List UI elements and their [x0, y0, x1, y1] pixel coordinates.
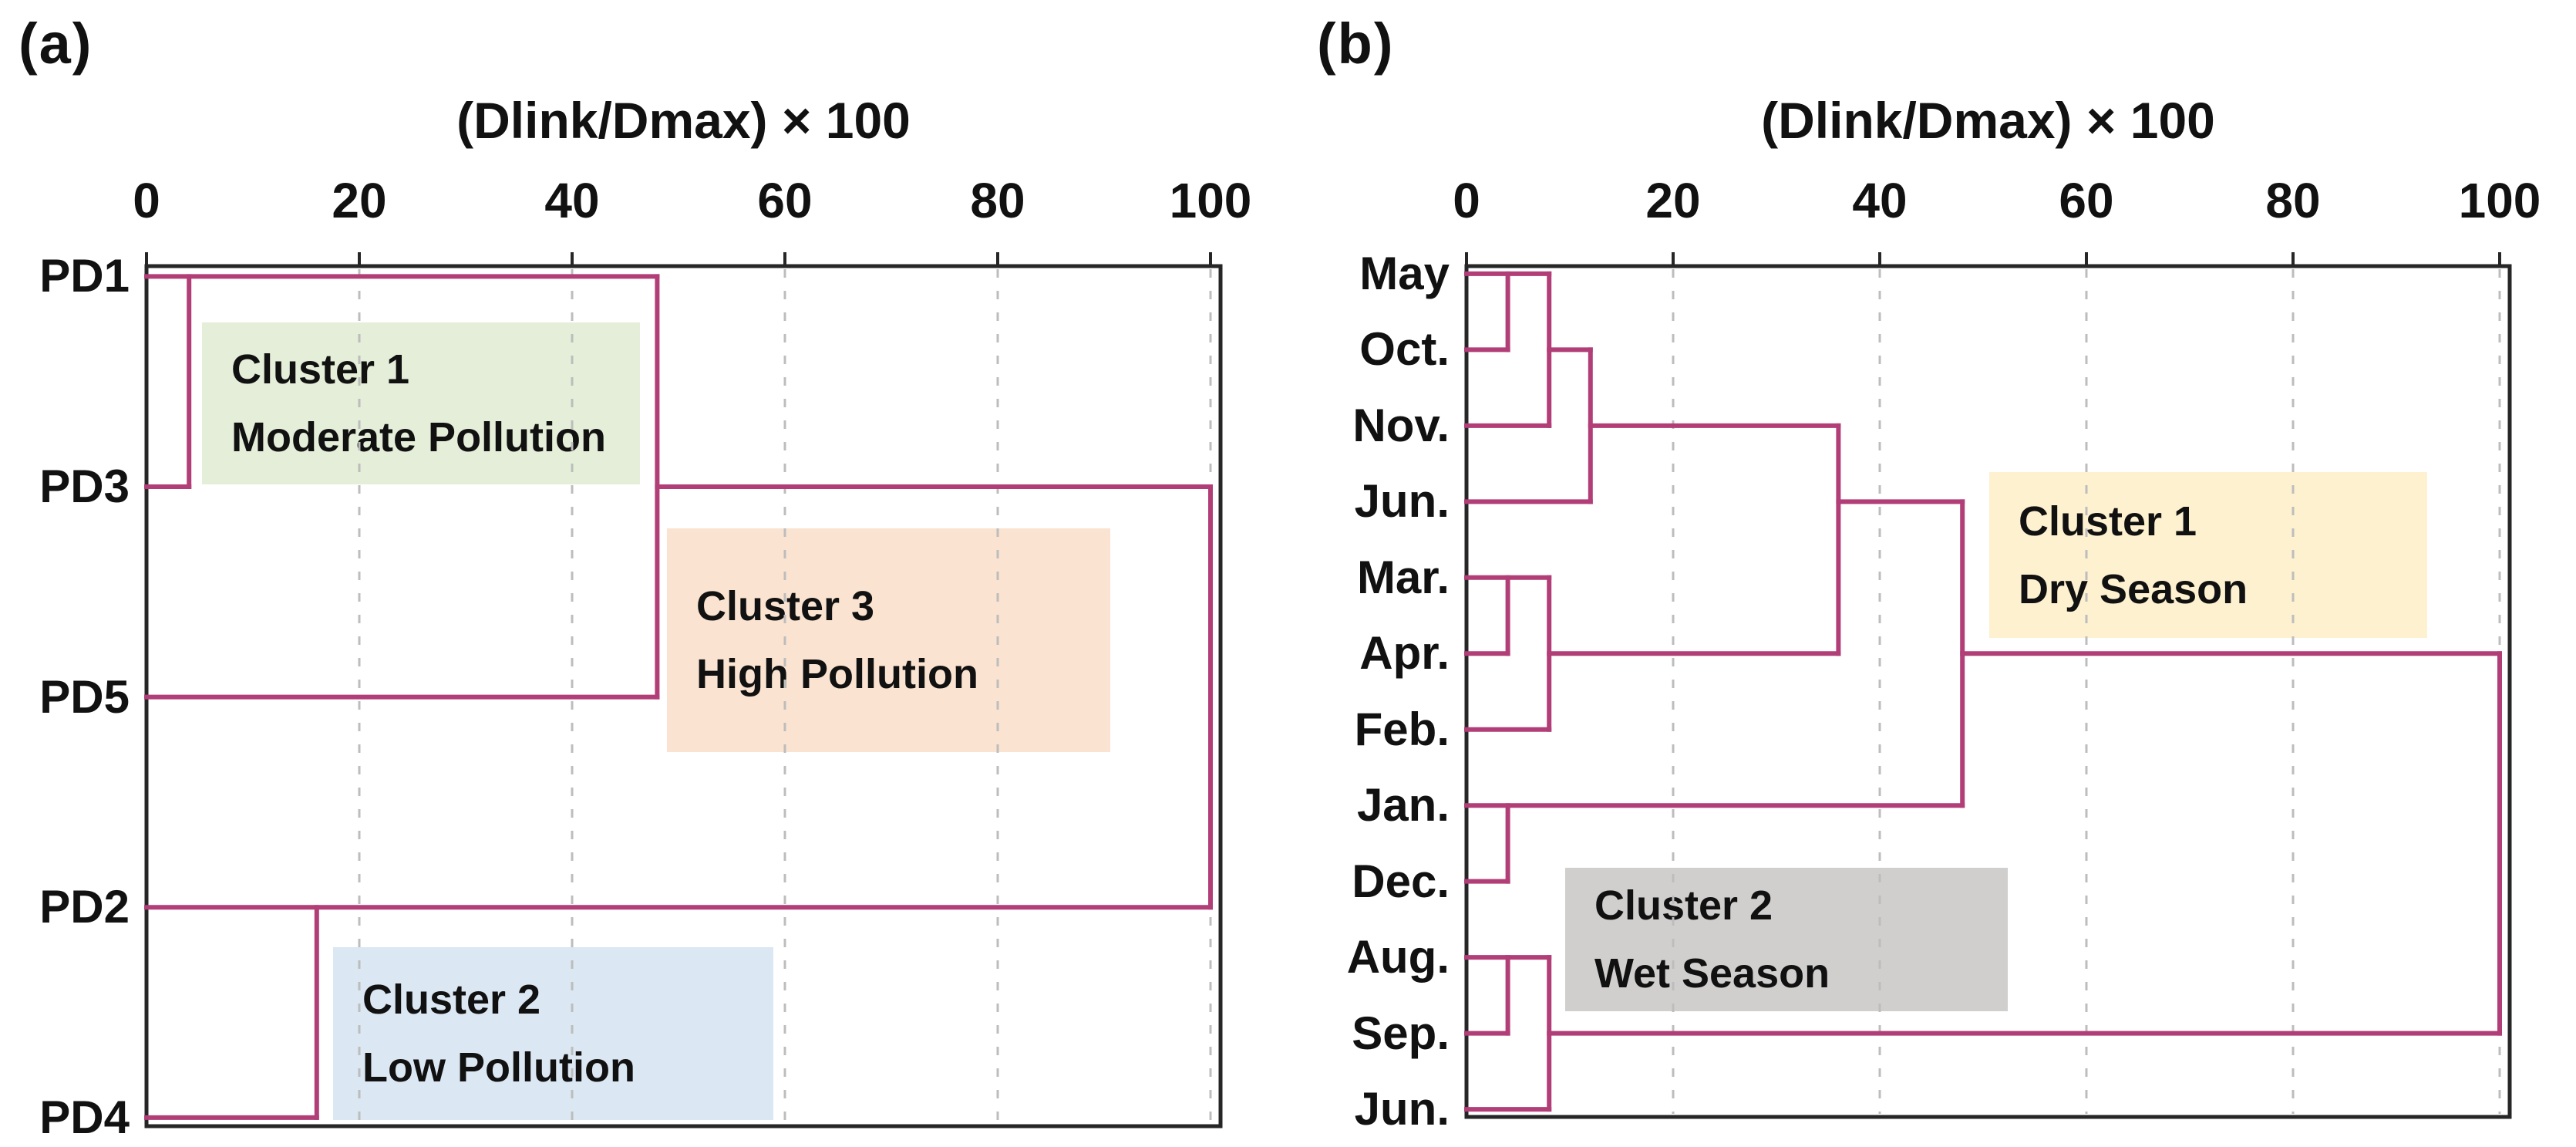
- axis-tick-label: 100: [1169, 173, 1252, 228]
- cluster-annotation: Cluster 2 Low Pollution: [333, 947, 773, 1120]
- axis-tick-label: 0: [133, 173, 160, 228]
- dendrogram-plot: [144, 252, 1223, 1128]
- leaf-label: PD5: [39, 670, 130, 723]
- cluster-label-line2: Moderate Pollution: [231, 414, 606, 460]
- axis-tick-label: 20: [1645, 173, 1701, 228]
- leaf-label: PD4: [39, 1091, 130, 1143]
- panel-letter: (b): [1317, 12, 1395, 76]
- leaf-label: PD2: [39, 881, 130, 933]
- leaf-label: PD1: [39, 250, 130, 302]
- cluster-annotation: Cluster 2 Wet Season: [1565, 868, 2008, 1011]
- axis-tick-label: 60: [2059, 173, 2114, 228]
- plot-frame: [1464, 264, 2512, 1119]
- axis-tick-label: 40: [1852, 173, 1908, 228]
- axis-tick-label: 80: [970, 173, 1025, 228]
- panel-letter: (a): [19, 12, 93, 76]
- axis-tick-label: 100: [2458, 173, 2541, 228]
- cluster-label-line2: Low Pollution: [362, 1044, 635, 1091]
- leaf-label: Feb.: [1354, 703, 1450, 755]
- axis-tick-label: 20: [332, 173, 387, 228]
- cluster-label-line1: Cluster 2: [362, 977, 541, 1023]
- cluster-label-line1: Cluster 1: [231, 346, 410, 393]
- leaf-label: Jun.: [1354, 1083, 1450, 1135]
- dendrogram-plot: [1464, 252, 2512, 1119]
- leaf-label: Dec.: [1352, 855, 1450, 907]
- leaf-label: Jan.: [1356, 779, 1450, 832]
- axis-tick-label: 60: [757, 173, 813, 228]
- leaf-label: Mar.: [1356, 551, 1450, 603]
- leaf-label: Jun.: [1354, 475, 1450, 528]
- leaf-label: PD3: [39, 460, 130, 512]
- cluster-annotation: Cluster 1 Dry Season: [1989, 472, 2427, 638]
- axis-title: (Dlink/Dmax) × 100: [456, 92, 911, 149]
- leaf-label: Oct.: [1359, 323, 1450, 376]
- axis-tick-label: 80: [2265, 173, 2321, 228]
- cluster-label-line2: High Pollution: [696, 651, 978, 697]
- axis-title: (Dlink/Dmax) × 100: [1761, 92, 2215, 149]
- cluster-annotation: Cluster 1 Moderate Pollution: [202, 322, 640, 484]
- cluster-label-line1: Cluster 2: [1594, 882, 1773, 929]
- leaf-label: Aug.: [1346, 931, 1450, 983]
- leaf-label: May: [1359, 247, 1450, 299]
- axis-tick-label: 0: [1453, 173, 1480, 228]
- leaf-label: Sep.: [1352, 1007, 1450, 1059]
- axis-tick-label: 40: [544, 173, 600, 228]
- cluster-label-line2: Wet Season: [1594, 950, 1830, 997]
- leaf-label: Apr.: [1359, 627, 1450, 680]
- cluster-label-line1: Cluster 1: [2019, 498, 2197, 545]
- cluster-label-line2: Dry Season: [2019, 565, 2248, 612]
- leaf-label: Nov.: [1352, 399, 1450, 451]
